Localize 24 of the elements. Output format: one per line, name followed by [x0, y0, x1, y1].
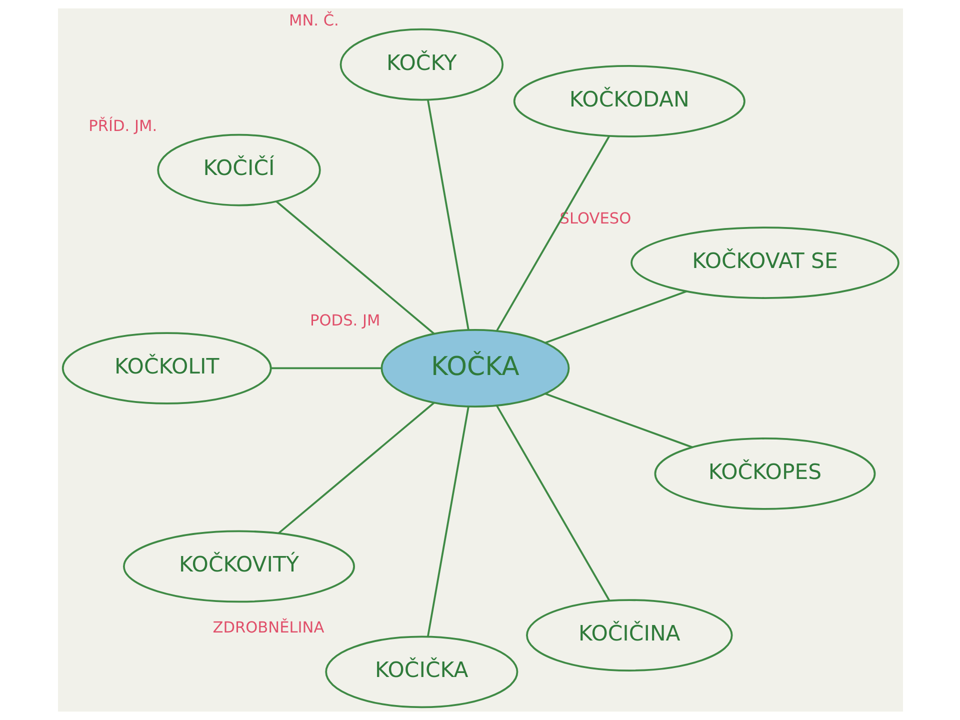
node-ellipse: KOČKY — [339, 28, 504, 101]
node-label: SLOVESO — [559, 210, 631, 228]
connector — [275, 200, 434, 334]
node-ellipse: KOČIČÍ — [156, 134, 320, 206]
connector — [496, 135, 610, 332]
node-label: PŘÍD. JM. — [88, 116, 157, 135]
node-label: ZDROBNĚLINA — [212, 618, 324, 637]
node-ellipse: KOČKOVAT SE — [630, 226, 899, 299]
node-ellipse: KOČIČINA — [526, 599, 732, 672]
node-ellipse: KOČKOPES — [654, 438, 876, 510]
node-label: PODS. JM — [310, 312, 380, 330]
connector — [544, 290, 687, 344]
node-ellipse: KOČKOLIT — [61, 332, 272, 404]
node-ellipse: KOČKA — [380, 328, 570, 408]
node-label: MN. Č. — [288, 11, 338, 30]
connector — [426, 100, 469, 330]
connector — [426, 406, 469, 637]
node-ellipse: KOČIČKA — [324, 636, 518, 708]
connector — [544, 392, 692, 448]
node-ellipse: KOČKODAN — [512, 65, 745, 138]
connector — [496, 405, 610, 602]
node-ellipse: KOČKOVITÝ — [122, 530, 354, 603]
connector — [277, 402, 434, 534]
connector — [270, 367, 382, 370]
